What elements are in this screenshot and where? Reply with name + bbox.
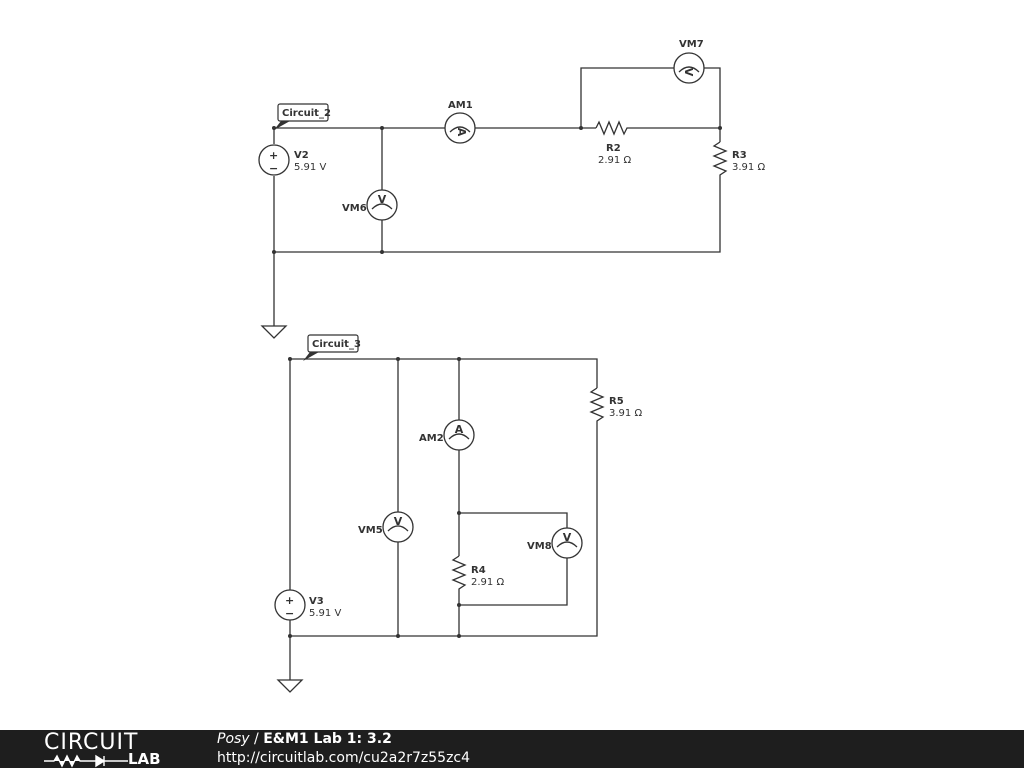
circuitlab-logo[interactable]: CIRCUIT LAB (40, 732, 180, 768)
project-title[interactable]: E&M1 Lab 1: 3.2 (263, 731, 392, 747)
voltmeter-vm6[interactable]: V VM6 (342, 189, 398, 221)
ground-symbol (276, 679, 304, 693)
vm5-label: VM5 (358, 525, 383, 536)
r5-label: R5 (609, 396, 624, 407)
voltmeter-vm5[interactable]: V VM5 (358, 511, 414, 543)
svg-text:V: V (394, 515, 403, 528)
svg-text:V: V (563, 531, 572, 544)
circuit-2: Circuit_2 + − V2 5.91 V A AM1 V VM7 (258, 39, 765, 339)
voltmeter-vm8[interactable]: V VM8 (527, 527, 583, 559)
footer-bar: CIRCUIT LAB Posy / E&M1 Lab 1: 3.2 http:… (0, 730, 1024, 768)
svg-text:V: V (682, 68, 695, 77)
voltage-source-v2[interactable]: + − V2 5.91 V (258, 144, 326, 176)
v3-label: V3 (309, 596, 324, 607)
r2-label: R2 (606, 143, 621, 154)
circuit-3: Circuit_3 + − V3 5.91 V A AM2 V VM5 (274, 334, 642, 693)
v2-value: 5.91 V (294, 162, 326, 173)
project-url[interactable]: http://circuitlab.com/cu2a2r7z55zc4 (217, 750, 471, 766)
wire (290, 424, 598, 637)
r3-label: R3 (732, 150, 747, 161)
resistor-wave-icon (44, 754, 128, 768)
v2-label: V2 (294, 150, 309, 161)
schematic-canvas: Circuit_2 + − V2 5.91 V A AM1 V VM7 (258, 39, 765, 693)
svg-text:−: − (269, 162, 278, 175)
title-separator: / (249, 731, 264, 747)
ground-symbol (260, 325, 288, 339)
svg-text:−: − (285, 607, 294, 620)
wire (274, 180, 721, 253)
circuit-2-tag[interactable]: Circuit_2 (274, 103, 331, 130)
r4-value: 2.91 Ω (471, 577, 504, 588)
svg-text:+: + (269, 149, 278, 162)
junction-dots (272, 126, 722, 254)
vm7-label: VM7 (679, 39, 704, 50)
am1-label: AM1 (448, 100, 473, 111)
am2-label: AM2 (419, 433, 444, 444)
resistor-r4[interactable]: R4 2.91 Ω (451, 555, 504, 594)
wire (580, 67, 674, 128)
wire (704, 67, 721, 128)
wire (290, 358, 598, 388)
resistor-r5[interactable]: R5 3.91 Ω (589, 387, 642, 424)
svg-text:Circuit_3: Circuit_3 (312, 339, 361, 350)
vm8-label: VM8 (527, 541, 552, 552)
ammeter-am2[interactable]: A AM2 (419, 419, 475, 451)
circuit-3-tag[interactable]: Circuit_3 (303, 334, 361, 361)
resistor-r2[interactable]: R2 2.91 Ω (595, 120, 631, 166)
logo-text-top: CIRCUIT (44, 730, 139, 755)
svg-text:V: V (378, 193, 387, 206)
svg-text:Circuit_2: Circuit_2 (282, 108, 331, 119)
r5-value: 3.91 Ω (609, 408, 642, 419)
r4-label: R4 (471, 565, 486, 576)
v3-value: 5.91 V (309, 608, 341, 619)
author-link[interactable]: Posy (217, 731, 250, 747)
svg-text:+: + (285, 594, 294, 607)
resistor-r3[interactable]: R3 3.91 Ω (712, 141, 765, 180)
voltmeter-vm7[interactable]: V VM7 (673, 39, 705, 84)
r3-value: 3.91 Ω (732, 162, 765, 173)
wire (459, 512, 568, 528)
ammeter-am1[interactable]: A AM1 (444, 100, 476, 144)
junction-dots (288, 357, 461, 638)
vm6-label: VM6 (342, 203, 367, 214)
svg-text:A: A (455, 423, 464, 436)
r2-value: 2.91 Ω (598, 155, 631, 166)
wire (459, 558, 568, 606)
voltage-source-v3[interactable]: + − V3 5.91 V (274, 589, 341, 621)
project-title-line: Posy / E&M1 Lab 1: 3.2 (217, 731, 392, 747)
svg-text:A: A (455, 128, 468, 137)
logo-text-bottom: LAB (128, 750, 161, 768)
